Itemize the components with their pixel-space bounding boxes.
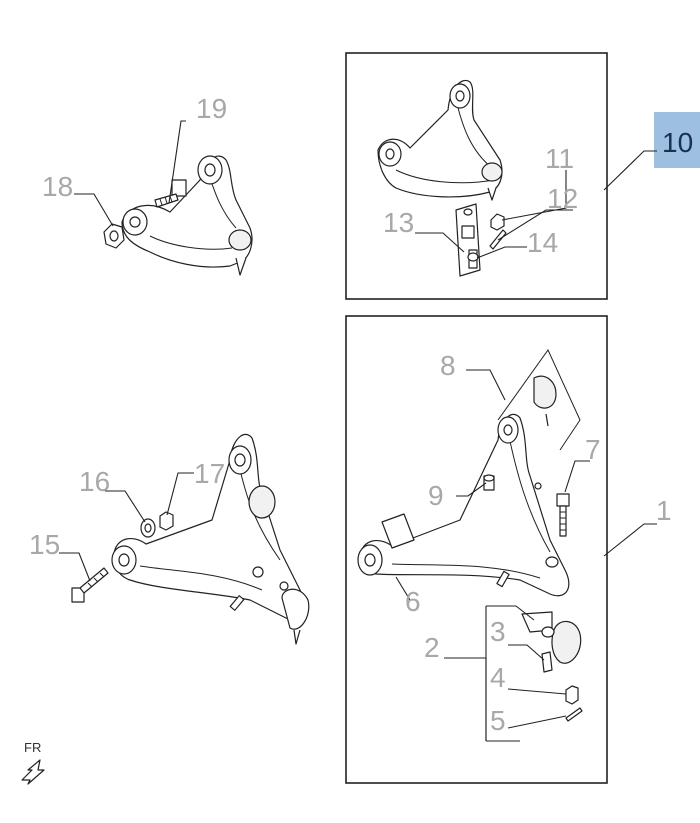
label-7: 7 <box>585 434 601 465</box>
lower-arm-kit-frame <box>345 315 608 784</box>
label-8: 8 <box>440 350 456 381</box>
nut-17[interactable] <box>159 511 174 531</box>
label-18: 18 <box>42 171 73 202</box>
label-12: 12 <box>547 183 578 214</box>
label-5: 5 <box>490 705 506 736</box>
highlight-box-10[interactable] <box>654 112 700 168</box>
bolt-15[interactable] <box>71 567 109 603</box>
bolt-7[interactable] <box>556 493 570 537</box>
label-14: 14 <box>527 227 558 258</box>
label-10[interactable]: 10 <box>662 127 693 158</box>
label-6: 6 <box>405 586 421 617</box>
nut-4[interactable] <box>565 685 579 705</box>
label-9: 9 <box>428 480 444 511</box>
label-11: 11 <box>545 143 574 174</box>
upper-control-arm-kit[interactable] <box>377 79 503 201</box>
ball-joint-3[interactable] <box>521 611 582 673</box>
bushing-16[interactable] <box>140 518 156 538</box>
label-19: 19 <box>196 93 227 124</box>
label-15: 15 <box>29 529 60 560</box>
bolt-19[interactable] <box>154 179 187 208</box>
orientation-label: FR <box>24 740 41 755</box>
bolt-14[interactable] <box>467 249 479 269</box>
label-2: 2 <box>424 632 440 663</box>
label-17: 17 <box>194 458 225 489</box>
cotter-pin-5[interactable] <box>565 707 583 722</box>
upper-control-arm-left[interactable] <box>121 155 253 276</box>
label-1: 1 <box>656 495 672 526</box>
lower-control-arm-kit[interactable] <box>357 349 581 597</box>
bolt-9[interactable] <box>483 474 495 491</box>
label-16: 16 <box>79 466 110 497</box>
nut-11[interactable] <box>490 213 505 231</box>
label-4: 4 <box>490 662 506 693</box>
leader-lines <box>59 120 657 742</box>
forward-arrow-icon <box>21 759 45 785</box>
lower-control-arm-left[interactable] <box>111 433 310 645</box>
label-3: 3 <box>490 616 506 647</box>
nut-18[interactable] <box>103 223 125 249</box>
upper-arm-kit-frame <box>345 52 608 300</box>
label-13: 13 <box>383 207 414 238</box>
